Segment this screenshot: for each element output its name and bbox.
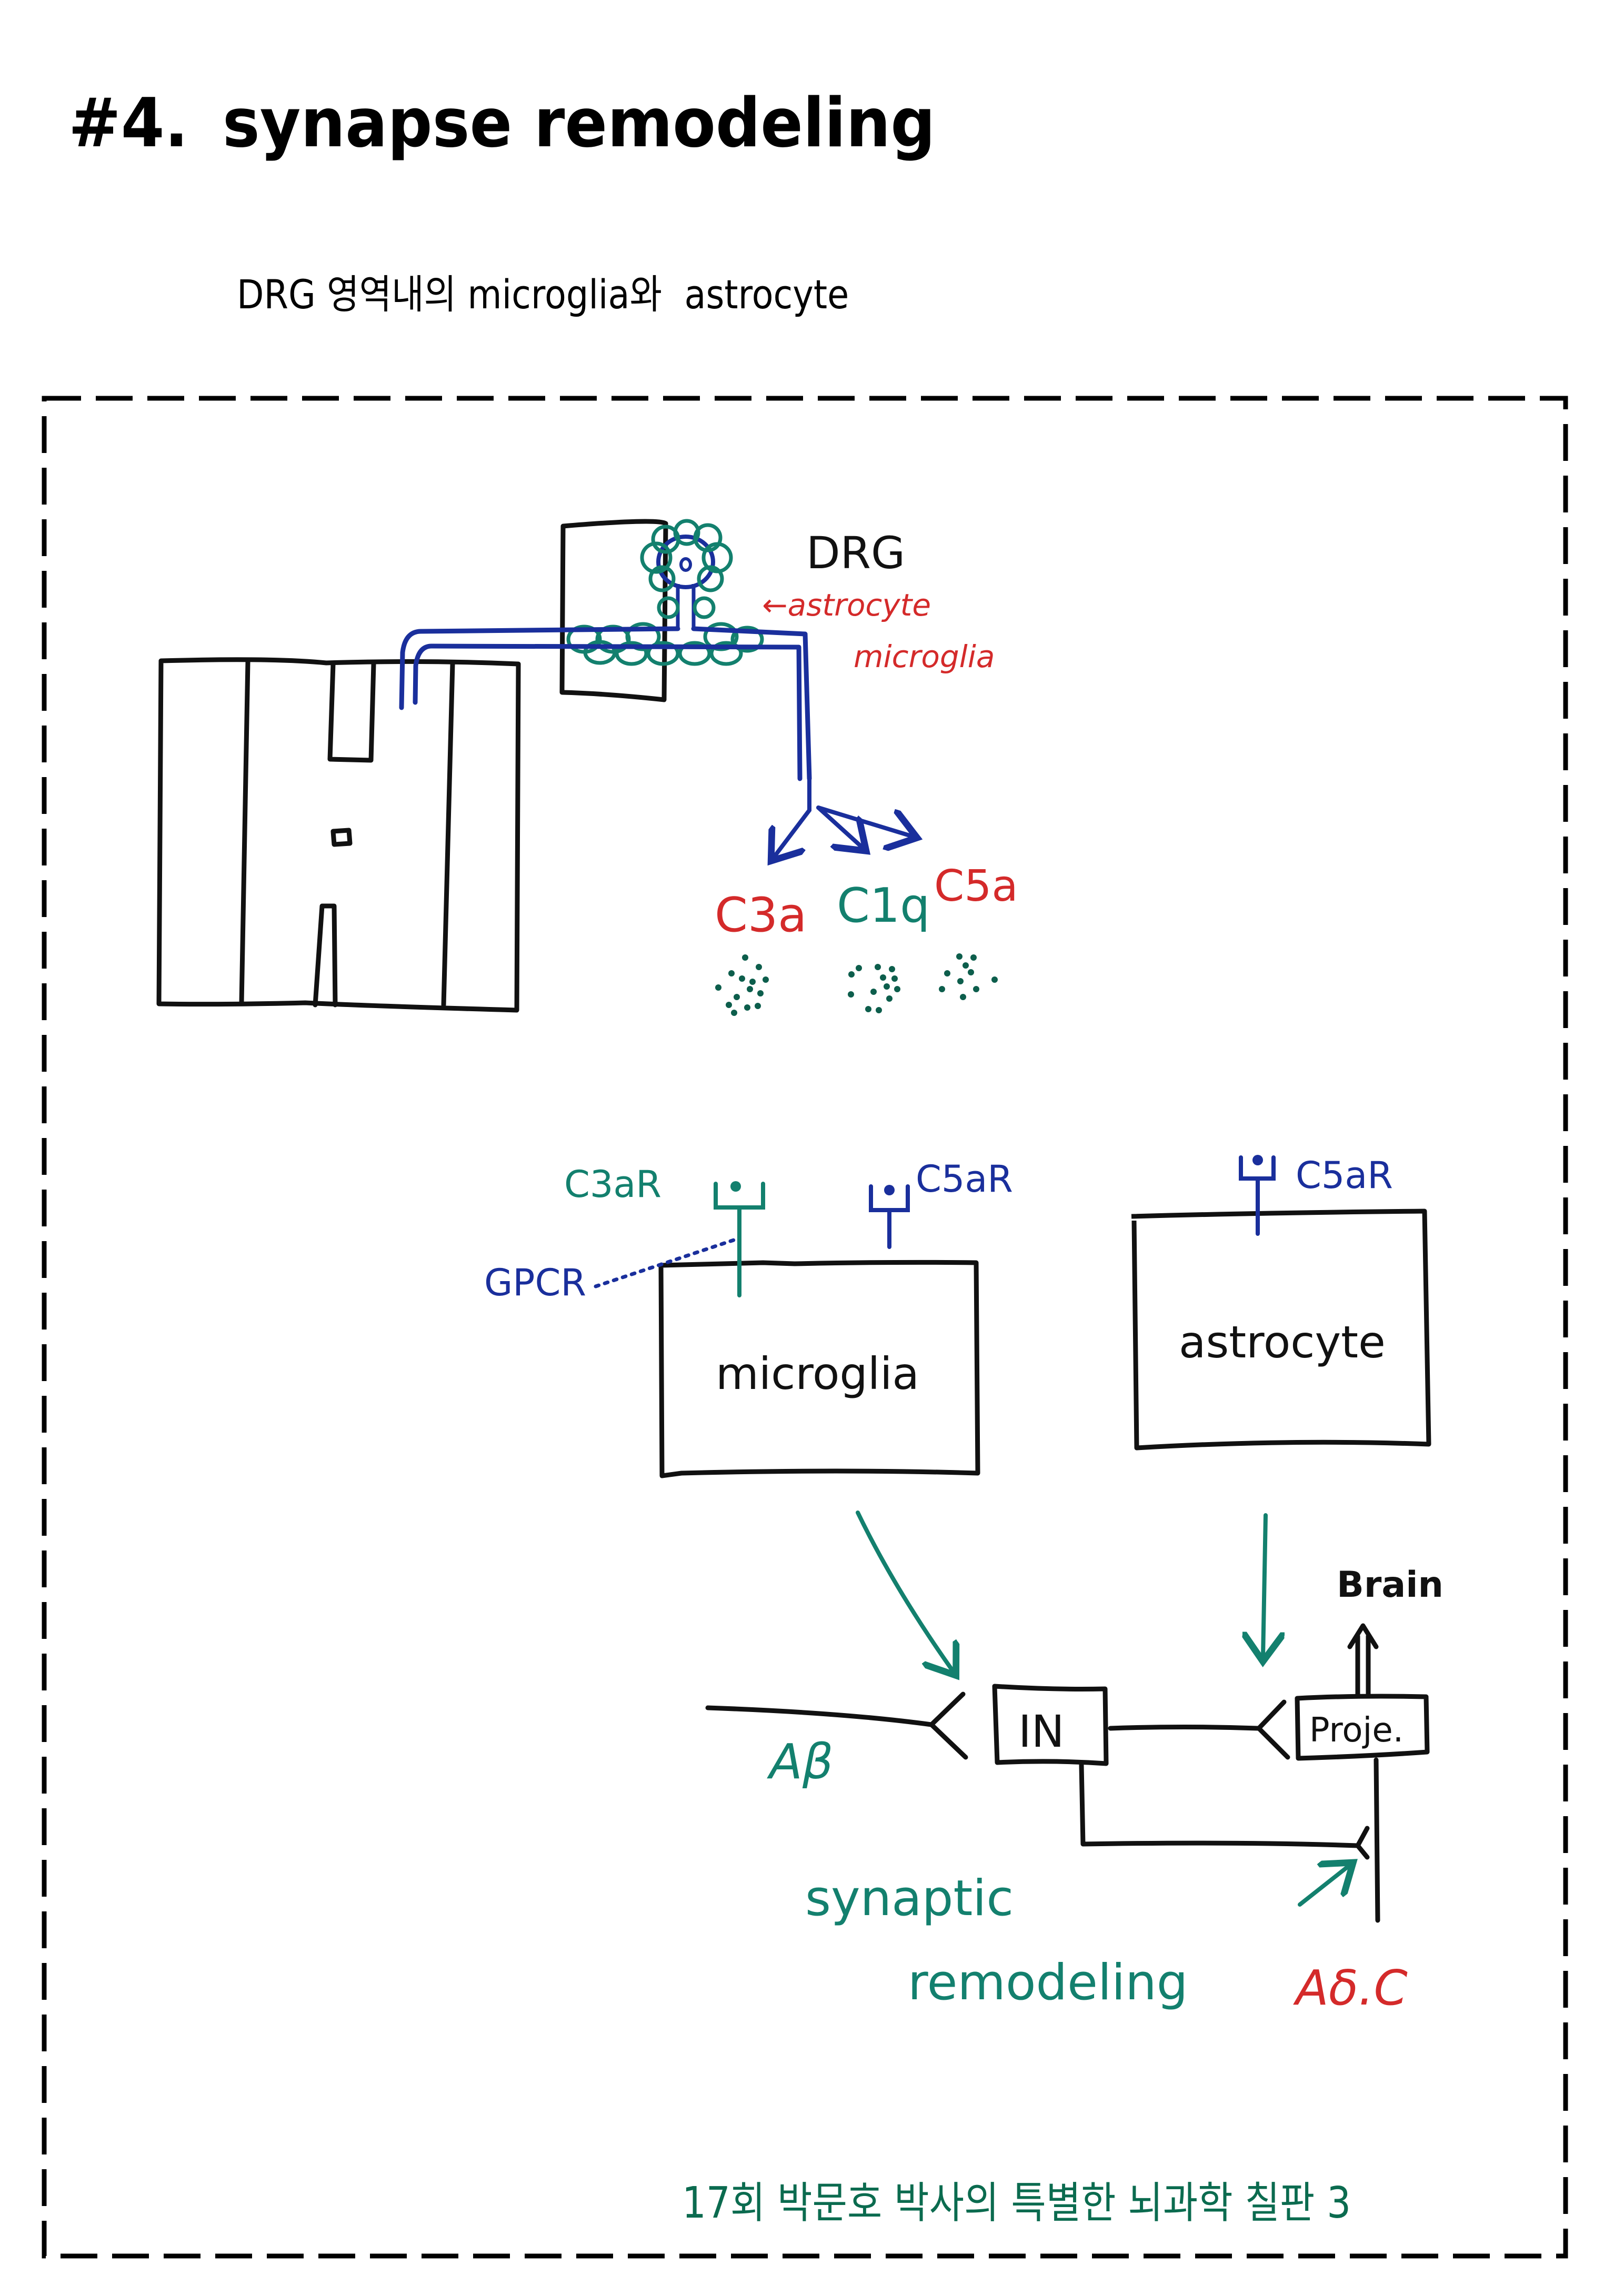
drg-axon: [399, 626, 812, 781]
drg-outline: [559, 519, 668, 702]
complement-c5a-label: C5a: [934, 861, 1018, 911]
c3a-ligand-dot: [730, 1181, 741, 1192]
in-adelta-synapse: [1355, 1826, 1370, 1860]
c5ar-receptor-icon-microglia: [869, 1184, 910, 1249]
projection-neuron-box: [1295, 1694, 1430, 1761]
drg-label: DRG: [806, 527, 905, 579]
satellite-glia-along-axon: [566, 622, 764, 666]
c5ar-receptor-icon-astrocyte: [1239, 1155, 1276, 1236]
abeta-synapse: [929, 1691, 968, 1760]
interneuron-label: IN: [1018, 1706, 1065, 1757]
c3ar-label: C3aR: [564, 1163, 661, 1206]
synaptic-remodeling-line2: remodeling: [908, 1954, 1188, 2011]
microglia-outline: [658, 1260, 980, 1478]
drg-astrocyte-label: ←astrocyte: [762, 587, 931, 623]
section-number: #4.: [68, 84, 188, 163]
drg-neuron-soma: [656, 535, 715, 589]
c5a-particles: [939, 953, 998, 1000]
arrow-to-c5a: [816, 805, 913, 837]
section-title: synapse remodeling: [222, 84, 936, 163]
drg-box: [399, 519, 812, 781]
spinal-cord-left-column: [239, 659, 250, 1005]
c1q-particles: [848, 964, 900, 1013]
microglia-cell: [594, 1181, 980, 1478]
interneuron-box: [992, 1684, 1109, 1766]
remodeling-arrow: [1298, 1865, 1350, 1907]
gpcr-label: GPCR: [484, 1261, 586, 1304]
in-to-adelta-axon: [1079, 1763, 1360, 1848]
spinal-cord-outline: [156, 657, 521, 1013]
page-subtitle: DRG 영역내의 microglia와 astrocyte: [237, 271, 849, 318]
arrow-to-c1q: [816, 805, 863, 848]
projection-neuron-label: Proje.: [1309, 1711, 1404, 1750]
abeta-fiber: [705, 1705, 934, 1727]
drg-neuron-stem: [676, 584, 696, 629]
adelta-c-fiber: [1374, 1757, 1380, 1923]
c5ar-label-microglia: C5aR: [916, 1157, 1013, 1201]
abeta-label: Aβ: [767, 1734, 834, 1790]
astrocyte-outline: [1131, 1209, 1431, 1451]
c5ar-label-astrocyte: C5aR: [1296, 1154, 1393, 1197]
synaptic-remodeling-line1: synaptic: [805, 1870, 1014, 1927]
c3a-particles: [715, 954, 769, 1016]
in-projection-synapse: [1256, 1699, 1290, 1760]
arrow-to-c3a: [774, 777, 811, 858]
c3ar-receptor-icon: [714, 1182, 765, 1297]
astrocyte-cell: [1131, 1155, 1431, 1451]
drg-neuron-nucleus: [679, 557, 692, 572]
microglia-cell-label: microglia: [716, 1348, 919, 1399]
brain-arrowhead: [1347, 1623, 1379, 1649]
spinal-cord: [156, 657, 521, 1013]
brain-label: Brain: [1337, 1564, 1443, 1606]
complement-c1q-label: C1q: [837, 878, 930, 933]
complement-release-arrows: [774, 777, 913, 858]
glia-to-synapse-arrows: [856, 1510, 1350, 1907]
dorsal-horn-slot: [327, 661, 376, 763]
microglia-to-interneuron-arrow: [856, 1510, 954, 1672]
astrocyte-cell-label: astrocyte: [1179, 1316, 1386, 1368]
in-to-projection-axon: [1108, 1725, 1260, 1731]
footer-caption: 17회 박문호 박사의 특별한 뇌과학 칠판 3: [682, 2178, 1351, 2228]
dashed-frame: [42, 396, 1568, 2259]
dorsal-horn-circuit: [705, 1623, 1430, 1923]
c5a-ligand-dot-microglia: [884, 1185, 895, 1195]
adelta-c-label: Aδ.C: [1293, 1960, 1408, 2016]
complement-c3a-label: C3a: [715, 888, 807, 943]
central-canal: [330, 828, 353, 847]
gpcr-pointer: [594, 1237, 739, 1288]
satellite-glia-around-soma: [640, 519, 733, 619]
ventral-horn-slot: [313, 903, 338, 1008]
c5a-ligand-dot-astrocyte: [1252, 1155, 1263, 1165]
spinal-cord-right-column: [441, 661, 455, 1008]
drg-microglia-label: microglia: [854, 639, 995, 674]
astrocyte-to-projection-arrow: [1263, 1513, 1266, 1657]
page-title: #4. synapse remodeling: [68, 84, 935, 163]
